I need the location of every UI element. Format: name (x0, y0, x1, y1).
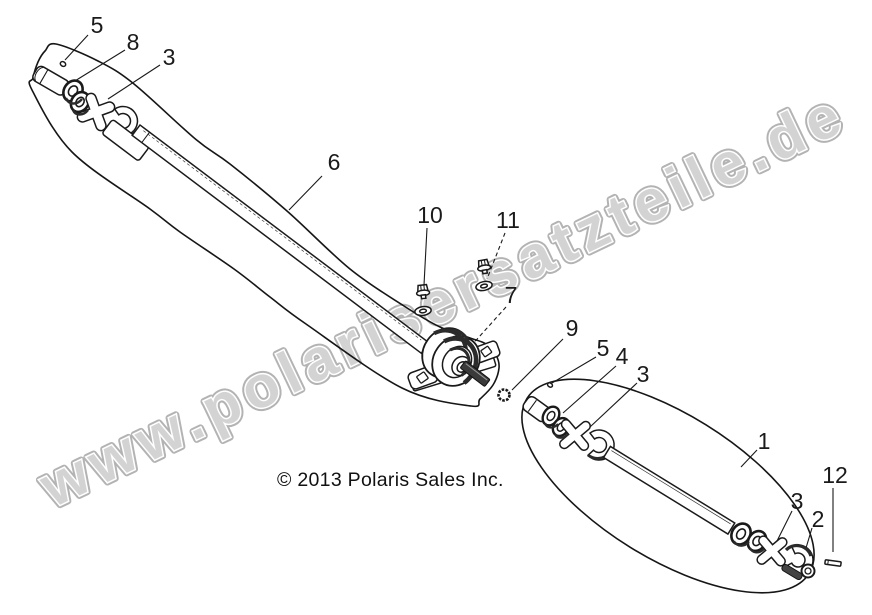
svg-text:1: 1 (758, 428, 771, 454)
svg-text:3: 3 (163, 44, 176, 70)
svg-text:8: 8 (127, 29, 140, 55)
svg-text:5: 5 (91, 12, 104, 38)
svg-text:9: 9 (566, 315, 579, 341)
svg-text:6: 6 (328, 149, 341, 175)
svg-text:12: 12 (822, 462, 848, 488)
svg-text:11: 11 (496, 207, 520, 233)
svg-text:© 2013 Polaris Sales Inc.: © 2013 Polaris Sales Inc. (277, 469, 504, 491)
svg-text:2: 2 (812, 506, 825, 532)
svg-text:4: 4 (616, 343, 629, 369)
svg-text:3: 3 (637, 361, 650, 387)
svg-text:5: 5 (597, 335, 610, 361)
svg-text:3: 3 (791, 488, 804, 514)
svg-text:10: 10 (417, 202, 443, 228)
svg-text:7: 7 (505, 282, 518, 308)
